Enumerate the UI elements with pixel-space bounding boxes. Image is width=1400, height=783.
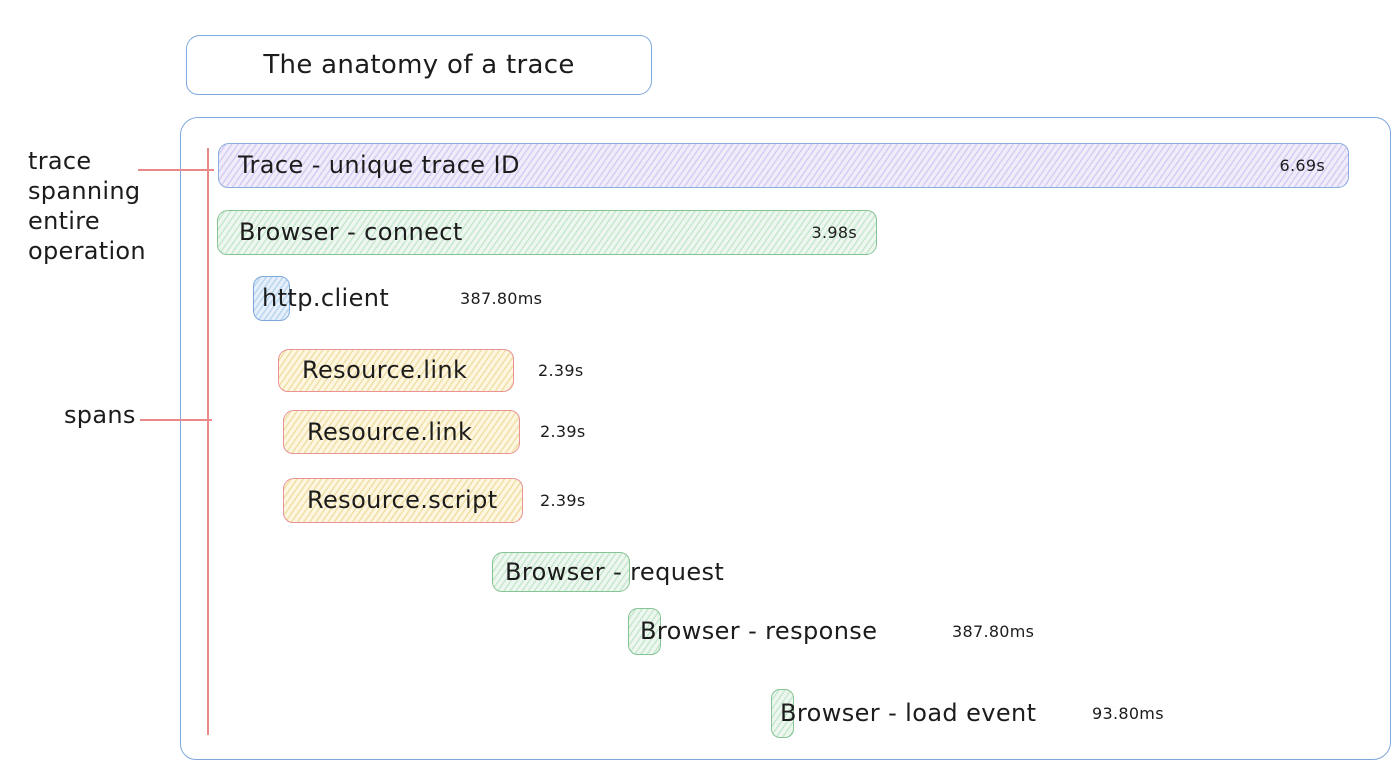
span-bar bbox=[492, 552, 630, 592]
span-trace: Trace - unique trace ID 6.69s bbox=[218, 143, 1349, 188]
span-bar bbox=[253, 276, 290, 321]
span-duration: 3.98s bbox=[811, 223, 857, 242]
span-duration: 387.80ms bbox=[460, 289, 543, 308]
span-label: Browser - response bbox=[640, 617, 878, 645]
spans-note-connector-line bbox=[140, 419, 212, 421]
annotation-spans-note: spans bbox=[64, 400, 136, 430]
span-bar bbox=[283, 410, 520, 454]
span-bar bbox=[628, 608, 661, 655]
annotation-line: entire bbox=[28, 207, 100, 235]
span-bar bbox=[771, 689, 794, 738]
span-label: Resource.link bbox=[302, 356, 468, 384]
trace-bar bbox=[218, 143, 1349, 188]
span-duration: 2.39s bbox=[540, 422, 586, 441]
span-bar bbox=[283, 478, 523, 523]
annotation-trace-note: trace spanning entire operation bbox=[28, 146, 146, 266]
span-browser-load-event: Browser - load event 93.80ms bbox=[771, 689, 1251, 738]
span-duration: 6.69s bbox=[1279, 156, 1325, 175]
span-duration: 93.80ms bbox=[1092, 704, 1164, 723]
span-browser-request: Browser - request bbox=[492, 552, 792, 592]
span-label: Trace - unique trace ID bbox=[238, 151, 520, 179]
span-browser-connect: Browser - connect 3.98s bbox=[217, 210, 877, 255]
span-browser-response: Browser - response 387.80ms bbox=[628, 608, 1108, 655]
span-resource-link-1: Resource.link 2.39s bbox=[278, 349, 678, 392]
span-label: Resource.script bbox=[307, 486, 498, 514]
span-duration: 387.80ms bbox=[952, 622, 1035, 641]
span-duration: 2.39s bbox=[538, 361, 584, 380]
span-label: Resource.link bbox=[307, 418, 473, 446]
span-label: http.client bbox=[262, 284, 390, 312]
span-bar bbox=[217, 210, 877, 255]
annotation-line: spanning bbox=[28, 177, 141, 205]
annotation-line: operation bbox=[28, 237, 146, 265]
span-resource-script: Resource.script 2.39s bbox=[283, 478, 683, 523]
span-label: Browser - load event bbox=[780, 699, 1037, 727]
span-bar bbox=[278, 349, 514, 392]
span-label: Browser - connect bbox=[239, 218, 463, 246]
trace-note-connector-line bbox=[138, 169, 214, 171]
span-resource-link-2: Resource.link 2.39s bbox=[283, 410, 683, 454]
annotation-line: spans bbox=[64, 401, 136, 429]
diagram-title-box: The anatomy of a trace bbox=[186, 35, 652, 95]
diagram-title: The anatomy of a trace bbox=[263, 50, 575, 80]
span-http-client: http.client 387.80ms bbox=[253, 276, 653, 321]
spans-bracket-line bbox=[207, 148, 209, 735]
span-label: Browser - request bbox=[505, 558, 725, 586]
annotation-line: trace bbox=[28, 147, 92, 175]
span-duration: 2.39s bbox=[540, 491, 586, 510]
